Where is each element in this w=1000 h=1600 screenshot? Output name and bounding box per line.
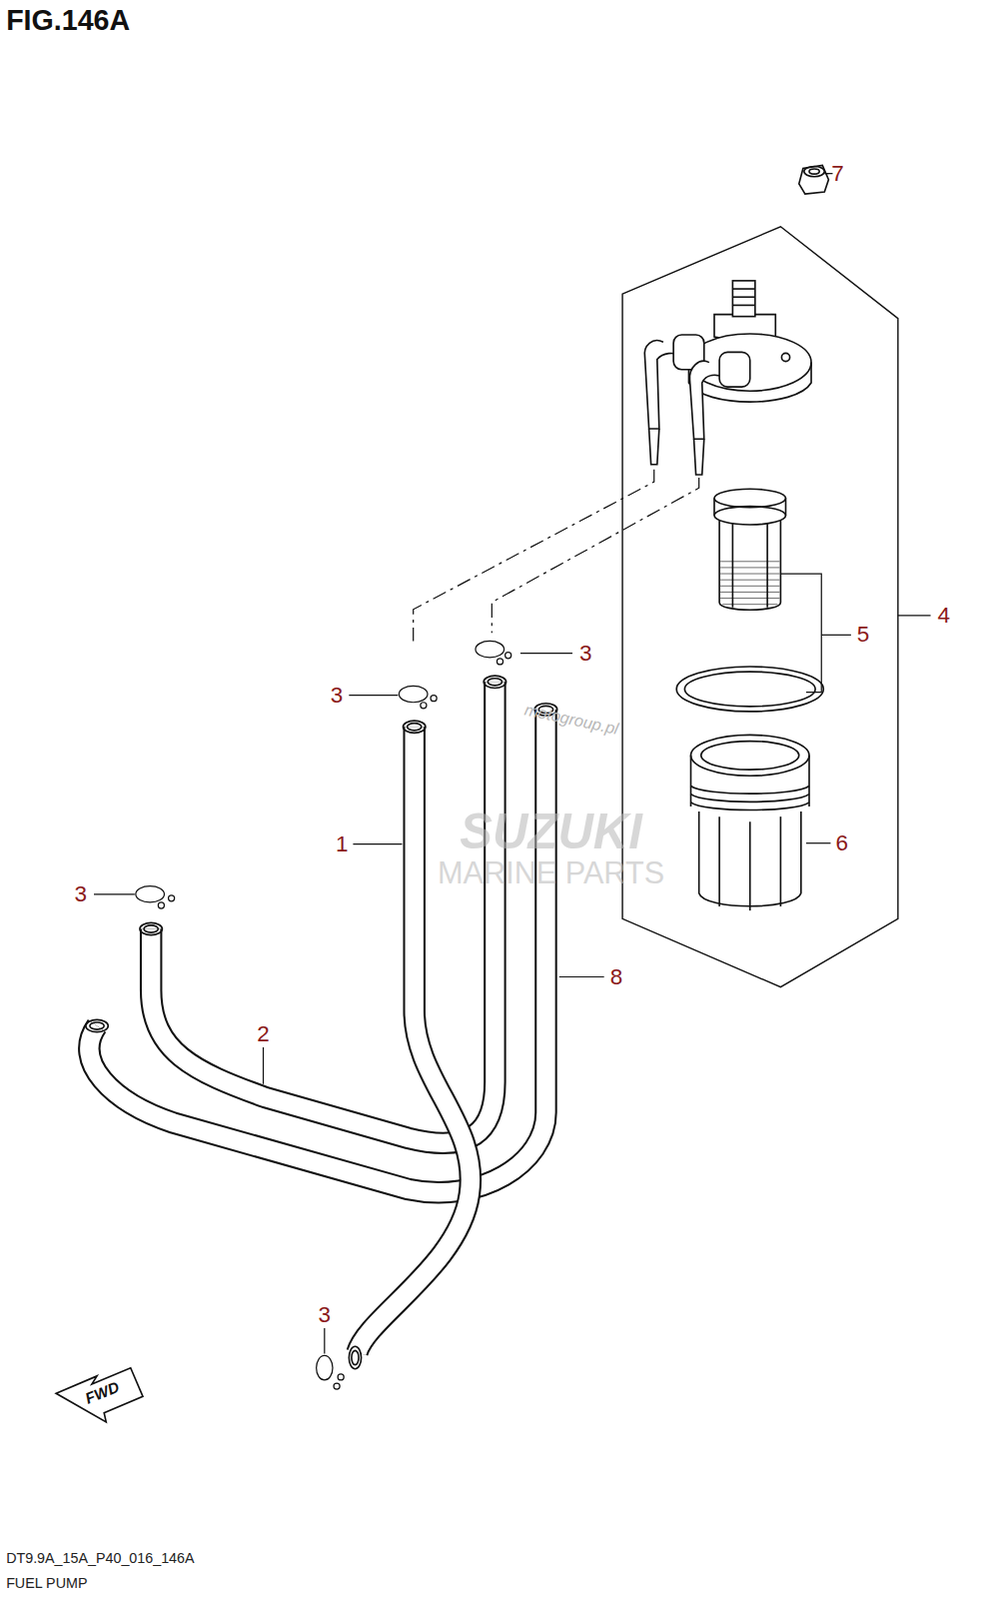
callout-number: 3: [330, 681, 344, 709]
callout-number: 4: [938, 602, 952, 630]
callout-number: 2: [256, 1019, 270, 1047]
callout-number: 5: [857, 621, 871, 649]
callout-number: 3: [73, 880, 87, 908]
figure-caption: FUEL PUMP: [5, 1574, 87, 1591]
callout-number: 3: [579, 639, 593, 667]
figure-title: FIG.146A: [5, 3, 130, 37]
watermark: MARINE PARTS: [437, 855, 665, 891]
watermark: SUZUKI: [459, 803, 643, 860]
callout-number: 8: [610, 963, 624, 991]
callout-number: 3: [318, 1300, 332, 1328]
callout-number: 6: [835, 829, 849, 857]
callout-number: 7: [831, 159, 845, 187]
drawing-code: DT9.9A_15A_P40_016_146A: [5, 1549, 194, 1566]
callout-number: 1: [335, 830, 349, 858]
